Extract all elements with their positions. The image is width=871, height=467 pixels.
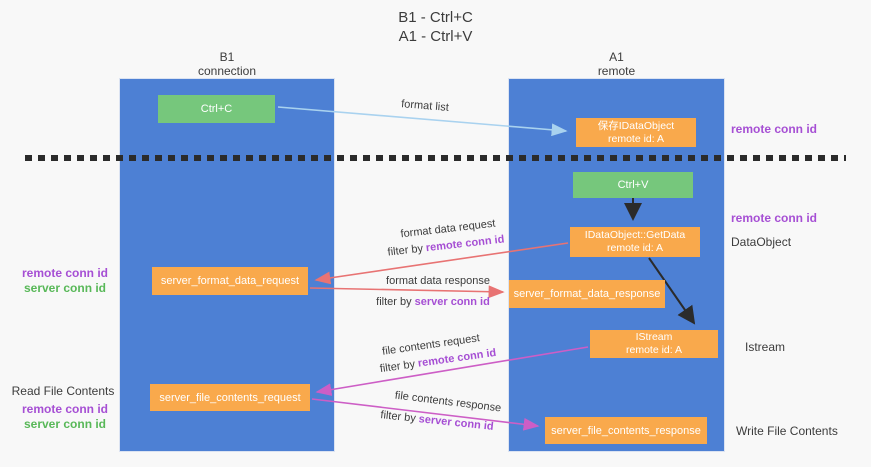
lifeline-name-b1: B1 xyxy=(219,50,235,64)
node-ctrl-v: Ctrl+V xyxy=(573,172,693,198)
label-format-data-response: format data response xyxy=(386,275,490,287)
node-server-file-contents-request: server_file_contents_request xyxy=(150,384,310,411)
label-filter-by-text: filter by xyxy=(376,296,412,308)
node-save-idataobject-line1: 保存IDataObject xyxy=(597,119,675,132)
side-label-write-file-contents: Write File Contents xyxy=(736,424,838,438)
label-filter-by-text: filter by xyxy=(379,409,417,425)
side-label-remote-conn-id-mid: remote conn id xyxy=(731,211,818,225)
side-label-read-file-contents: Read File Contents xyxy=(11,384,115,398)
node-idataobject-getdata-line1: IDataObject::GetData xyxy=(584,229,686,241)
left-conn-ids-bottom: remote conn id server conn id xyxy=(12,402,118,432)
node-save-idataobject: 保存IDataObject remote id: A xyxy=(576,118,696,147)
lifeline-subtitle-b1: connection xyxy=(197,64,257,78)
label-format-list: format list xyxy=(400,98,450,114)
label-remote-conn-id: remote conn id xyxy=(425,233,505,255)
lifeline-header-a1: A1 remote xyxy=(508,50,725,78)
diagram-title: B1 - Ctrl+C A1 - Ctrl+V xyxy=(0,8,871,46)
node-istream-line2: remote id: A xyxy=(625,344,683,356)
side-label-remote-conn-id-top: remote conn id xyxy=(731,122,818,136)
label-filter-by-text: filter by xyxy=(387,242,424,259)
node-server-format-data-response: server_format_data_response xyxy=(509,280,665,308)
node-ctrl-c: Ctrl+C xyxy=(158,95,275,123)
node-istream-line1: IStream xyxy=(635,331,673,343)
label-filter-by-text: filter by xyxy=(379,358,416,376)
phase-divider-dashed-line xyxy=(25,155,846,161)
left-conn-ids-top: remote conn id server conn id xyxy=(12,266,118,296)
arrow-format-data-response xyxy=(309,285,505,299)
node-idataobject-getdata-line2: remote id: A xyxy=(606,242,664,254)
title-line-a1: A1 - Ctrl+V xyxy=(398,28,473,45)
node-istream: IStream remote id: A xyxy=(590,330,718,358)
node-idataobject-getdata: IDataObject::GetData remote id: A xyxy=(570,227,700,257)
side-label-dataobject: DataObject xyxy=(731,235,792,249)
side-label-istream: Istream xyxy=(745,340,786,354)
label-server-conn-id: server conn id xyxy=(418,413,495,433)
lifeline-header-b1: B1 connection xyxy=(119,50,335,78)
node-save-idataobject-line2: remote id: A xyxy=(607,132,665,145)
side-label-server-conn-id: server conn id xyxy=(23,417,107,431)
node-server-format-data-request: server_format_data_request xyxy=(152,267,308,295)
lifeline-name-a1: A1 xyxy=(609,50,624,64)
side-label-remote-conn-id: remote conn id xyxy=(21,266,108,280)
label-server-conn-id: server conn id xyxy=(414,296,490,308)
lifeline-subtitle-a1: remote xyxy=(597,64,636,78)
node-server-file-contents-response: server_file_contents_response xyxy=(545,417,707,444)
side-label-remote-conn-id: remote conn id xyxy=(21,402,108,416)
side-label-server-conn-id: server conn id xyxy=(23,281,107,295)
title-line-b1: B1 - Ctrl+C xyxy=(398,9,473,26)
